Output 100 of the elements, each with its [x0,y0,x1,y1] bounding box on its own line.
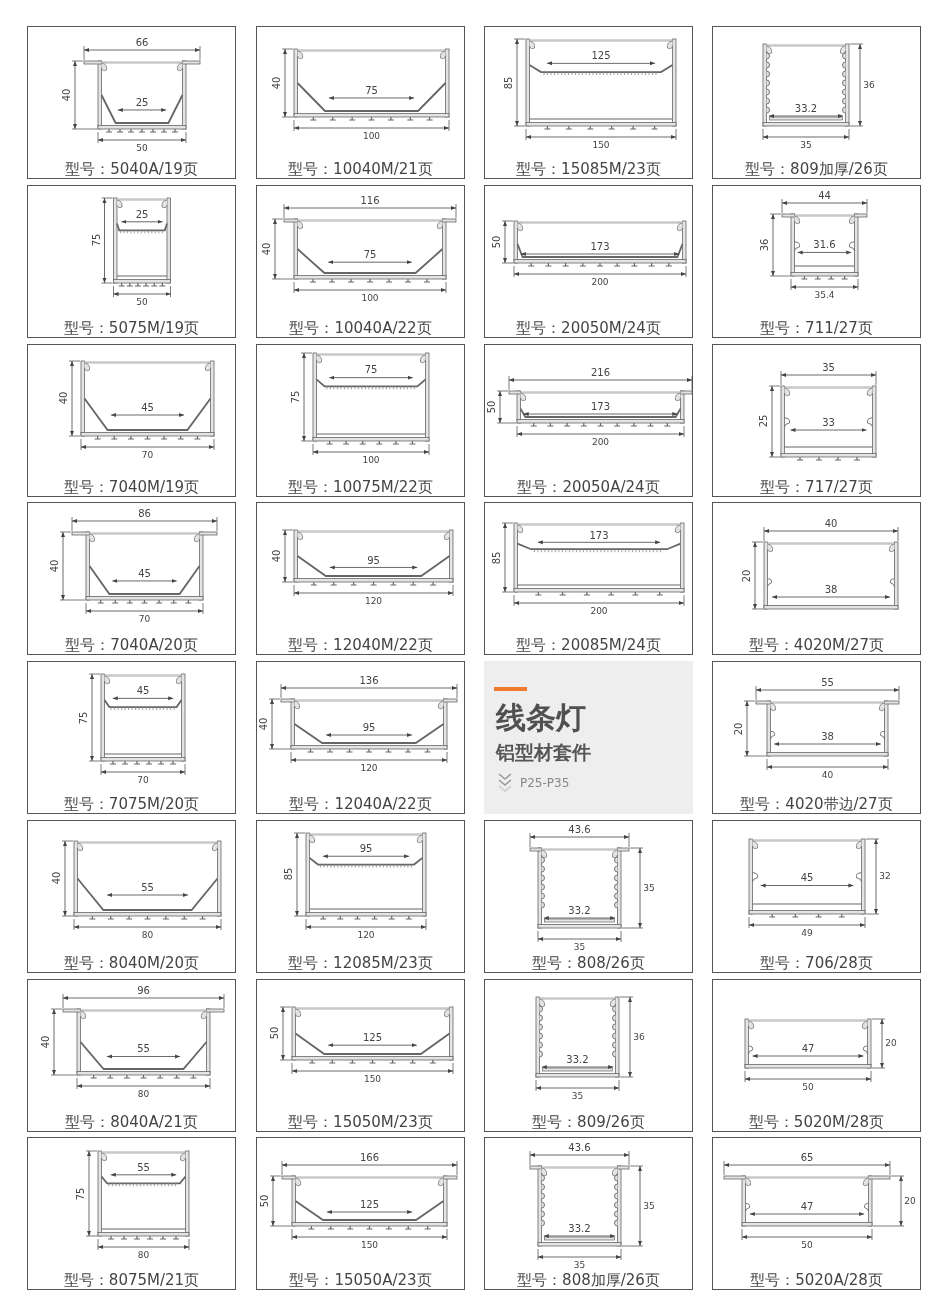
dimension-label: 95 [362,723,376,733]
product-card [712,819,921,973]
dimension-label: 31.6 [813,240,836,251]
dimension-label: 75 [291,390,301,403]
dimension-label: 44 [818,190,831,201]
dimension-label: 100 [361,293,379,303]
dimension-label: 125 [362,1032,383,1043]
title-panel [484,661,693,814]
model-caption: 型号：12085M/23页 [288,955,433,971]
dimension-label: 35 [573,1260,586,1270]
model-caption: 型号：5040A/19页 [65,161,198,177]
product-card [27,502,236,656]
model-caption: 型号：711/27页 [760,320,873,336]
dimension-label: 120 [360,763,378,773]
model-caption: 型号：15050M/23页 [288,1114,433,1129]
model-caption: 型号：8040M/20页 [63,955,200,971]
model-caption: 型号：809加厚/26页 [745,161,888,177]
dimension-label: 85 [492,551,502,565]
model-caption: 型号：20050A/24页 [517,479,660,494]
model-caption: 型号：8040A/21页 [65,1114,198,1129]
dimension-label: 35 [643,883,655,893]
dimension-label: 45 [141,402,154,413]
dimension-label: 173 [590,401,611,412]
dimension-label: 50 [492,235,502,249]
panel-title: 线条灯 [496,703,586,733]
dimension-label: 200 [591,437,610,446]
model-caption: 型号：809/26页 [532,1114,645,1129]
model-caption: 型号：717/27页 [760,479,873,494]
dimension-label: 35 [643,1201,655,1211]
model-caption: 型号：808/26页 [532,955,645,971]
dimension-label: 166 [359,1153,380,1164]
dimension-label: 20 [742,569,752,583]
dimension-label: 200 [590,606,608,616]
product-card [256,26,465,179]
dimension-label: 136 [359,676,379,686]
dimension-label: 35 [822,362,835,373]
dimension-label: 85 [284,867,294,881]
dimension-label: 50 [260,1194,270,1208]
product-card [484,343,693,497]
dimension-label: 36 [863,80,875,90]
model-caption: 型号：10040A/22页 [289,320,432,336]
model-caption: 型号：10075M/22页 [288,479,433,494]
product-card [712,502,921,656]
dimension-label: 33 [822,417,835,428]
dimension-label: 80 [141,930,154,940]
dimension-label: 33.2 [566,1054,589,1065]
dimension-label: 70 [141,450,154,459]
dimension-label: 40 [50,559,60,573]
dimension-label: 100 [362,455,380,464]
model-caption: 型号：10040M/21页 [288,161,433,177]
dimension-label: 120 [364,596,383,606]
page-range: P25-P35 [520,777,570,789]
dimension-label: 35 [571,1091,584,1100]
dimension-label: 32 [879,871,891,881]
model-caption: 型号：15050A/23页 [289,1272,432,1288]
dimension-label: 40 [52,871,62,885]
dimension-label: 86 [138,509,151,520]
dimension-label: 216 [590,367,611,378]
dimension-label: 65 [800,1153,814,1164]
dimension-label: 50 [802,1082,814,1091]
model-caption: 型号：20050M/24页 [516,320,661,336]
dimension-label: 150 [592,140,610,150]
dimension-label: 70 [138,614,151,624]
dimension-label: 36 [633,1032,645,1041]
dimension-label: 80 [137,1250,150,1260]
product-card [484,1137,693,1291]
product-card [256,343,465,497]
dimension-label: 40 [262,242,272,256]
dimension-label: 70 [137,775,149,785]
dimension-label: 45 [136,686,150,697]
product-card [484,502,693,656]
dimension-label: 20 [904,1196,916,1206]
model-caption: 型号：7040M/19页 [63,479,200,494]
model-caption: 型号：4020M/27页 [748,637,885,653]
dimension-label: 55 [137,1044,150,1054]
dimension-label: 40 [824,519,838,530]
product-card [27,978,236,1132]
dimension-label: 35 [573,942,586,952]
dimension-label: 50 [136,143,148,153]
product-card [27,661,236,814]
dimension-label: 95 [359,844,373,854]
dimension-label: 33.2 [794,104,818,114]
product-card [484,26,693,179]
dimension-label: 75 [363,249,377,260]
model-caption: 型号：7040A/20页 [65,637,198,653]
product-card [27,819,236,973]
dimension-label: 55 [137,1163,150,1174]
product-card [712,661,921,814]
product-card [27,343,236,497]
dimension-label: 33.2 [568,905,591,916]
dimension-label: 33.2 [568,1224,591,1235]
dimension-label: 20 [885,1038,897,1048]
model-caption: 型号：15085M/23页 [516,161,661,177]
dimension-label: 75 [364,365,378,376]
product-card [712,1137,921,1291]
dimension-label: 125 [591,51,611,62]
product-card [484,978,693,1132]
model-caption: 型号：4020带边/27页 [740,796,893,812]
dimension-label: 50 [801,1240,813,1250]
dimension-label: 120 [357,930,375,940]
